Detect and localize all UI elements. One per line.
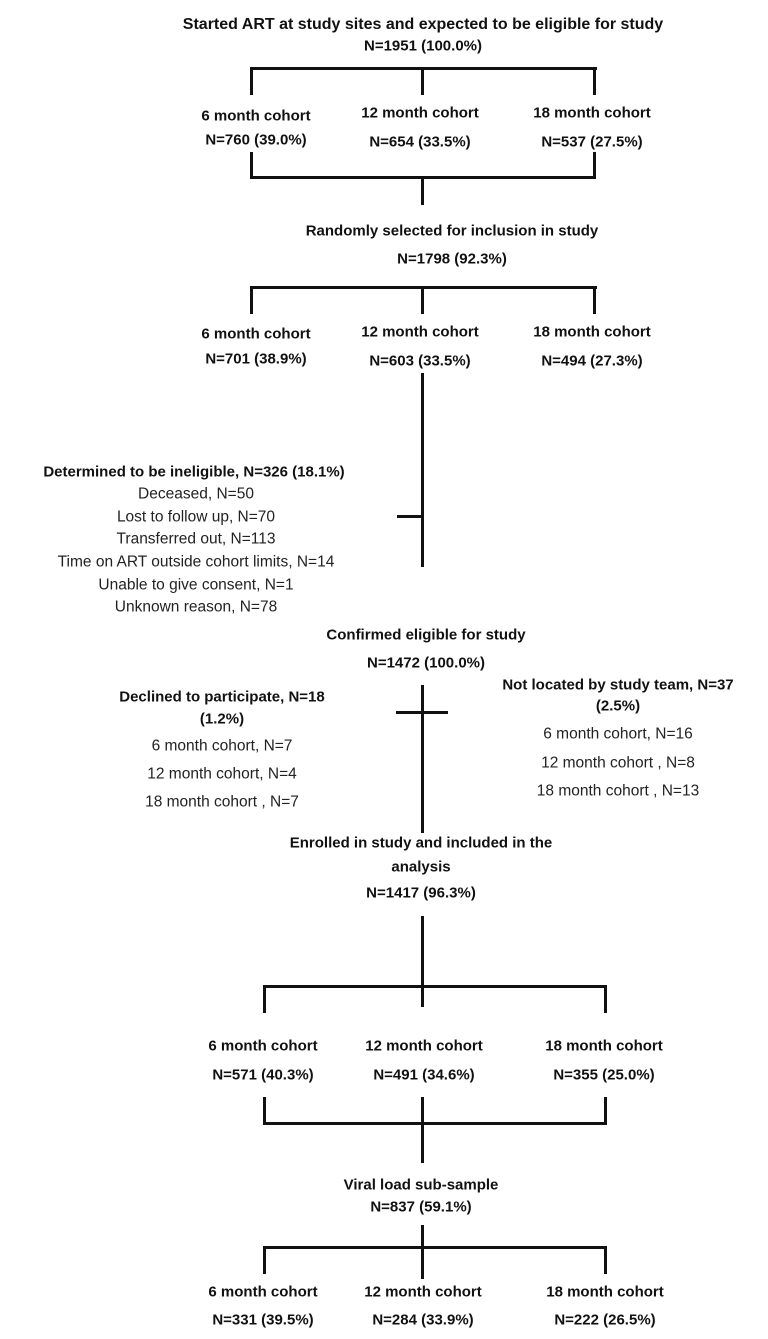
connector-line bbox=[421, 176, 424, 205]
connector-line bbox=[421, 916, 424, 1007]
viral-cohort-6-label: 6 month cohort bbox=[208, 1283, 318, 1301]
enrolled-cohort-12-label: 12 month cohort bbox=[365, 1037, 483, 1055]
connector-line bbox=[604, 1246, 607, 1274]
connector-line bbox=[396, 711, 448, 714]
viral-cohort-12-label: 12 month cohort bbox=[364, 1283, 482, 1301]
connector-line bbox=[263, 1122, 607, 1125]
ineligible-reason: Time on ART outside cohort limits, N=14 bbox=[57, 553, 335, 571]
viral-cohort-18-count: N=222 (26.5%) bbox=[554, 1311, 656, 1329]
stage1-cohort-6-label: 6 month cohort bbox=[201, 107, 311, 125]
enrolled-count: N=1417 (96.3%) bbox=[366, 884, 476, 902]
connector-line bbox=[593, 67, 596, 95]
not-located-item: 18 month cohort , N=13 bbox=[536, 782, 700, 800]
declined-item: 12 month cohort, N=4 bbox=[147, 765, 297, 783]
confirmed-title: Confirmed eligible for study bbox=[326, 626, 526, 644]
stage2-cohort-18-count: N=494 (27.3%) bbox=[541, 352, 643, 370]
connector-line bbox=[263, 985, 607, 988]
ineligible-reason: Unknown reason, N=78 bbox=[114, 598, 278, 616]
stage1-cohort-18-count: N=537 (27.5%) bbox=[541, 133, 643, 151]
stage1-cohort-18-label: 18 month cohort bbox=[533, 104, 651, 122]
viral-cohort-12-count: N=284 (33.9%) bbox=[372, 1311, 474, 1329]
not-located-pct: (2.5%) bbox=[595, 697, 641, 715]
ineligible-reason: Deceased, N=50 bbox=[138, 485, 254, 503]
connector-line bbox=[250, 152, 253, 179]
viral-load-title: Viral load sub-sample bbox=[343, 1176, 499, 1194]
declined-title: Declined to participate, N=18 bbox=[119, 688, 325, 706]
viral-load-count: N=837 (59.1%) bbox=[370, 1198, 472, 1216]
enrolled-cohort-6-count: N=571 (40.3%) bbox=[212, 1066, 314, 1084]
connector-line bbox=[421, 373, 424, 567]
connector-line bbox=[263, 1246, 266, 1274]
connector-line bbox=[421, 286, 424, 314]
enrolled-cohort-6-label: 6 month cohort bbox=[208, 1037, 318, 1055]
connector-line bbox=[263, 1246, 607, 1249]
enrolled-cohort-18-count: N=355 (25.0%) bbox=[553, 1066, 655, 1084]
stage2-title: Randomly selected for inclusion in study bbox=[305, 222, 599, 240]
connector-line bbox=[263, 1097, 266, 1125]
enrolled-title-line2: analysis bbox=[391, 858, 451, 876]
connector-line bbox=[604, 1097, 607, 1125]
connector-line bbox=[251, 67, 597, 70]
stage2-cohort-12-label: 12 month cohort bbox=[361, 323, 479, 341]
ineligible-reason: Transferred out, N=113 bbox=[116, 530, 276, 548]
stage1-cohort-12-label: 12 month cohort bbox=[361, 104, 479, 122]
ineligible-title: Determined to be ineligible, N=326 (18.1… bbox=[43, 463, 345, 481]
viral-cohort-18-label: 18 month cohort bbox=[546, 1283, 664, 1301]
not-located-title: Not located by study team, N=37 bbox=[502, 676, 734, 694]
declined-item: 18 month cohort , N=7 bbox=[145, 793, 299, 811]
connector-line bbox=[593, 286, 596, 314]
stage2-count: N=1798 (92.3%) bbox=[397, 250, 507, 268]
connector-line bbox=[421, 67, 424, 95]
stage1-count: N=1951 (100.0%) bbox=[364, 37, 482, 55]
connector-line bbox=[251, 286, 597, 289]
connector-line bbox=[397, 515, 422, 518]
not-located-item: 12 month cohort , N=8 bbox=[541, 754, 695, 772]
connector-line bbox=[421, 685, 424, 833]
stage2-cohort-6-count: N=701 (38.9%) bbox=[205, 350, 307, 368]
connector-line bbox=[593, 152, 596, 179]
declined-item: 6 month cohort, N=7 bbox=[151, 737, 293, 755]
stage2-cohort-12-count: N=603 (33.5%) bbox=[369, 352, 471, 370]
connector-line bbox=[421, 1097, 424, 1163]
connector-line bbox=[250, 286, 253, 314]
confirmed-count: N=1472 (100.0%) bbox=[367, 654, 485, 672]
enrolled-cohort-12-count: N=491 (34.6%) bbox=[373, 1066, 475, 1084]
not-located-item: 6 month cohort, N=16 bbox=[543, 725, 693, 743]
enrolled-cohort-18-label: 18 month cohort bbox=[545, 1037, 663, 1055]
stage1-cohort-6-count: N=760 (39.0%) bbox=[205, 131, 307, 149]
connector-line bbox=[250, 67, 253, 95]
connector-line bbox=[263, 985, 266, 1013]
viral-cohort-6-count: N=331 (39.5%) bbox=[212, 1311, 314, 1329]
ineligible-reason: Unable to give consent, N=1 bbox=[98, 576, 294, 594]
declined-pct: (1.2%) bbox=[199, 710, 245, 728]
enrolled-title-line1: Enrolled in study and included in the bbox=[289, 834, 553, 852]
connector-line bbox=[421, 1225, 424, 1279]
stage2-cohort-18-label: 18 month cohort bbox=[533, 323, 651, 341]
connector-line bbox=[604, 985, 607, 1013]
stage1-title: Started ART at study sites and expected … bbox=[182, 16, 664, 33]
stage1-cohort-12-count: N=654 (33.5%) bbox=[369, 133, 471, 151]
ineligible-reason: Lost to follow up, N=70 bbox=[116, 508, 276, 526]
stage2-cohort-6-label: 6 month cohort bbox=[201, 325, 311, 343]
